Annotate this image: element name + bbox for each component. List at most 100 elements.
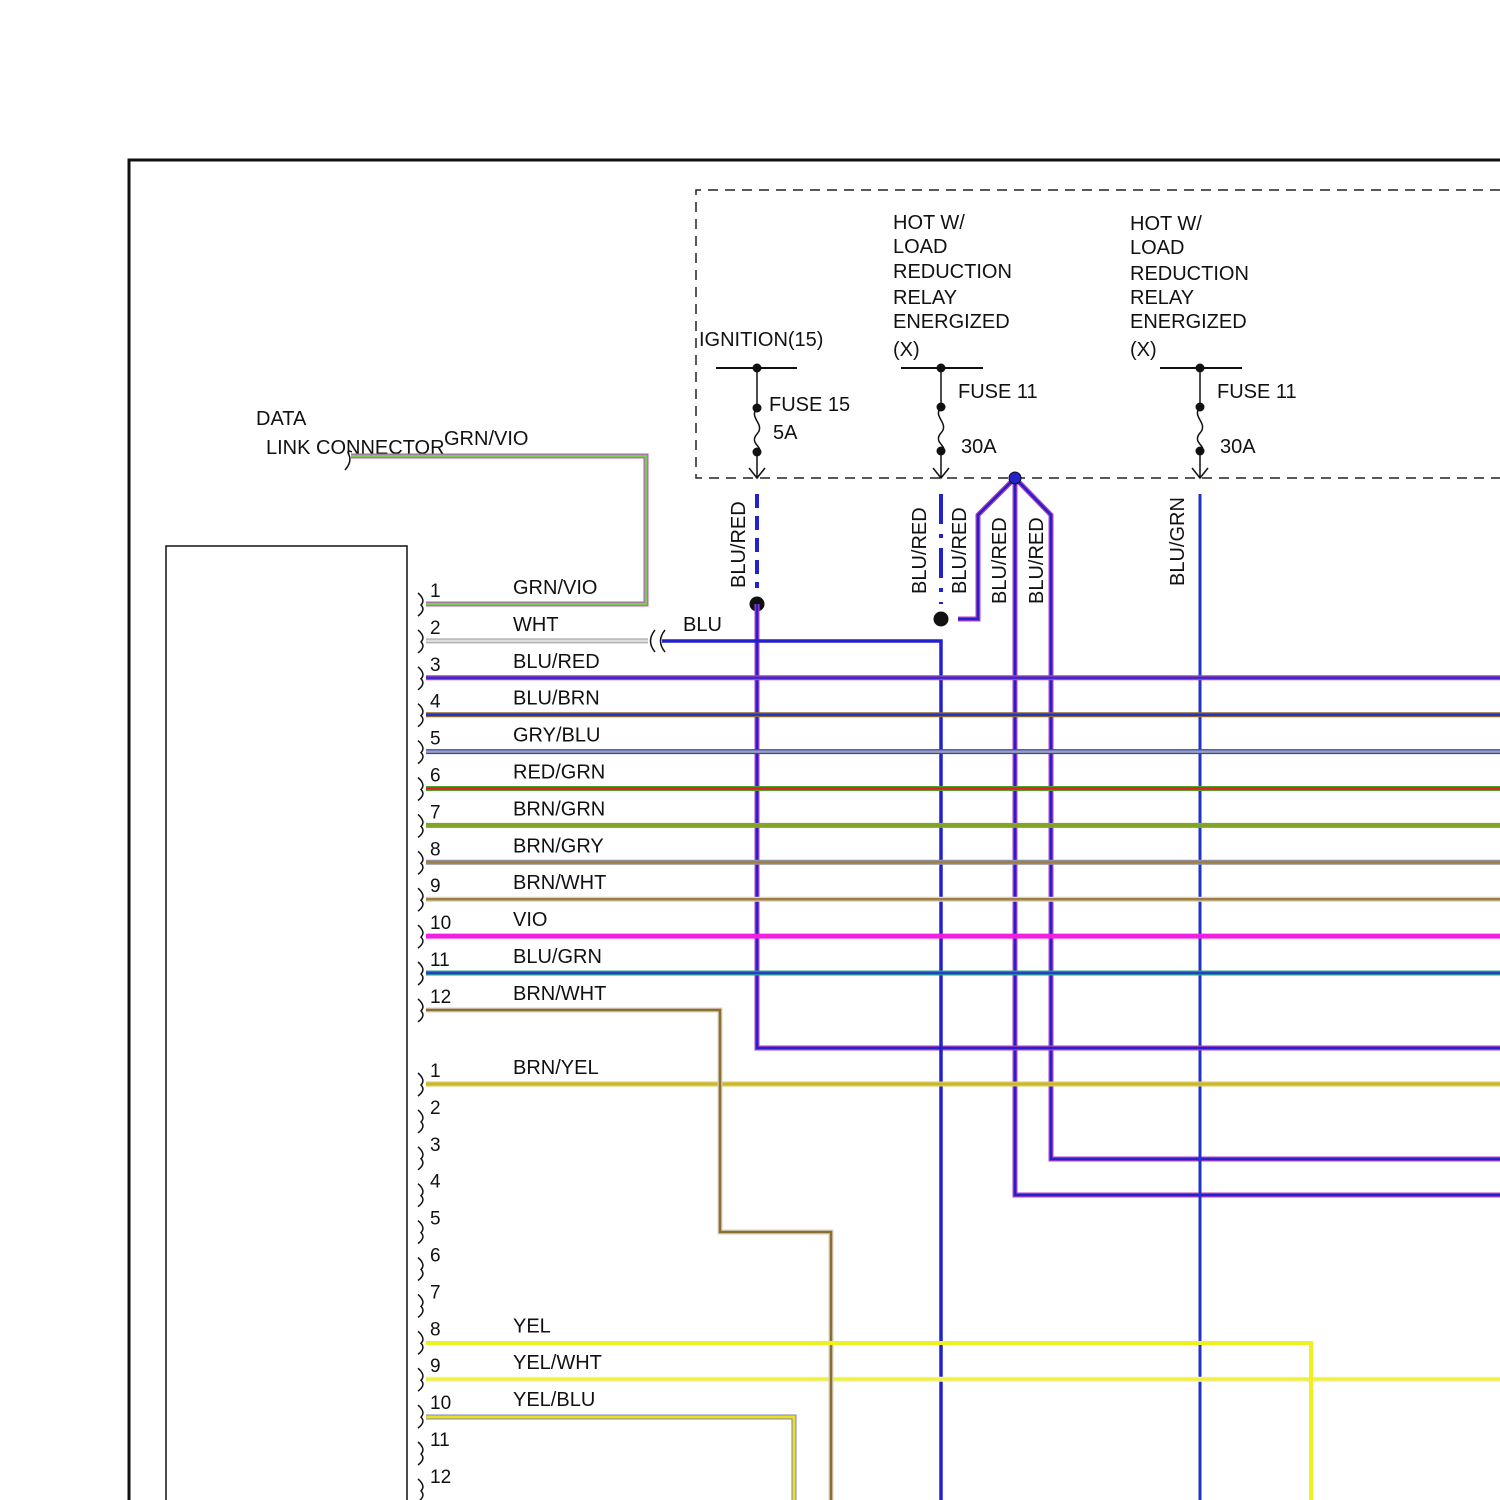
svg-text:LOAD: LOAD: [893, 236, 947, 258]
conn-a-pin-3-number: 3: [430, 655, 441, 676]
svg-text:ENERGIZED: ENERGIZED: [893, 311, 1010, 333]
fuse11b-rating: 30A: [1220, 436, 1256, 458]
svg-text:HOT W/: HOT W/: [1130, 213, 1202, 235]
splice-wire-3-label: BLU/RED: [1026, 517, 1048, 604]
svg-text:REDUCTION: REDUCTION: [893, 261, 1012, 283]
svg-text:(X): (X): [1130, 339, 1157, 361]
wire-b10-route-edge: [426, 1417, 794, 1500]
conn-a-pin-9-wire-label: BRN/WHT: [513, 872, 606, 894]
splice-wire-3-edge: [1015, 478, 1500, 1159]
conn-a-pin-4-number: 4: [430, 692, 441, 713]
conn-a-pin-6-number: 6: [430, 766, 441, 787]
conn-a-pin-4-wire-label: BLU/BRN: [513, 688, 600, 710]
conn-a-pin-12-icon: [418, 999, 423, 1022]
splice-wire-3: [1015, 478, 1500, 1159]
conn-b-pin-8-number: 8: [430, 1319, 441, 1340]
conn-b-pin-1-number: 1: [430, 1061, 441, 1082]
svg-text:ENERGIZED: ENERGIZED: [1130, 311, 1247, 333]
conn-a-pin-6-icon: [418, 778, 423, 801]
conn-b-pin-6-icon: [418, 1258, 423, 1281]
conn-b-pin-4-number: 4: [430, 1172, 441, 1193]
fuse11b-label: FUSE 11: [1217, 381, 1297, 403]
wire-b10-route: [426, 1417, 794, 1500]
splice-wire-1-label: BLU/RED: [949, 507, 971, 594]
conn-a-pin-11-number: 11: [430, 950, 450, 971]
conn-a-pin-6-wire-label: RED/GRN: [513, 762, 605, 784]
conn-b-pin-7-number: 7: [430, 1282, 441, 1303]
conn-a-pin-8-number: 8: [430, 839, 441, 860]
conn-a-pin-9-icon: [418, 888, 423, 911]
svg-text:RELAY: RELAY: [1130, 287, 1194, 309]
conn-a-pin-2-icon: [418, 630, 423, 653]
conn-b-pin-4-icon: [418, 1184, 423, 1207]
wire-grn-vio-dlc: [351, 456, 646, 604]
conn-a-pin-1-icon: [418, 593, 423, 616]
conn-b-pin-8-wire-label: YEL: [513, 1315, 551, 1337]
conn-a-pin-10-number: 10: [430, 913, 451, 934]
conn-b-pin-8-icon: [418, 1331, 423, 1354]
conn-a-pin-12-number: 12: [430, 987, 451, 1008]
conn-a-pin-5-icon: [418, 741, 423, 764]
splice-wire-2-edge: [1015, 478, 1500, 1195]
conn-b-pin-2-number: 2: [430, 1098, 441, 1119]
svg-text:REDUCTION: REDUCTION: [1130, 263, 1249, 285]
conn-a-pin-3-wire-label: BLU/RED: [513, 651, 600, 673]
conn-b-pin-12-number: 12: [430, 1467, 451, 1488]
conn-b-pin-1-wire-label: BRN/YEL: [513, 1057, 599, 1079]
fuse15-label: FUSE 15: [769, 394, 850, 416]
wire-grn-vio-dlc-edge: [351, 456, 646, 604]
conn-a-pin-2-number: 2: [430, 618, 441, 639]
fuse11a-icon: [938, 407, 943, 451]
conn-a-pin-2-wire-label: WHT: [513, 614, 559, 636]
conn-a-pin-7-number: 7: [430, 802, 441, 823]
conn-b-pin-9-icon: [418, 1368, 423, 1391]
conn-b-pin-6-number: 6: [430, 1246, 441, 1267]
conn-b-pin-7-icon: [418, 1294, 423, 1317]
blu-wire: [662, 641, 941, 1500]
conn-a-pin-9-number: 9: [430, 876, 441, 897]
fuse11b-output-label: BLU/GRN: [1167, 497, 1189, 586]
conn-a-pin-1-wire-label: GRN/VIO: [513, 577, 597, 599]
fuse11a-output-label: BLU/RED: [909, 507, 931, 594]
conn-a-pin-7-icon: [418, 814, 423, 837]
conn-b-pin-3-icon: [418, 1147, 423, 1170]
conn-a-pin-5-number: 5: [430, 729, 441, 750]
conn-a-pin-12-wire-label: BRN/WHT: [513, 983, 606, 1005]
conn-a-pin-1-number: 1: [430, 581, 441, 602]
dlc-label-line1: DATA: [256, 408, 307, 430]
fuse15-icon: [754, 408, 759, 452]
conn-b-pin-5-icon: [418, 1221, 423, 1244]
svg-text:HOT W/: HOT W/: [893, 212, 965, 234]
conn-a-pin-5-wire-label: GRY/BLU: [513, 725, 600, 747]
conn-a-pin-3-icon: [418, 667, 423, 690]
conn-a-pin-10-icon: [418, 925, 423, 948]
conn-a-pin-4-icon: [418, 704, 423, 727]
splice-node: [1009, 472, 1021, 484]
conn-b-pin-9-number: 9: [430, 1356, 441, 1377]
dlc-wire-label: GRN/VIO: [444, 428, 528, 450]
conn-b-pin-10-wire-label: YEL/BLU: [513, 1389, 595, 1411]
conn-b-pin-12-icon: [418, 1479, 423, 1500]
conn-b-pin-5-number: 5: [430, 1209, 441, 1230]
conn-b-pin-11-number: 11: [430, 1430, 450, 1451]
fuse11a-rating: 30A: [961, 436, 997, 458]
conn-a-pin-8-icon: [418, 851, 423, 874]
page-frame: [129, 160, 1500, 1500]
svg-text:LOAD: LOAD: [1130, 237, 1184, 259]
svg-text:RELAY: RELAY: [893, 287, 957, 309]
hot1-source-label: HOT W/ LOAD REDUCTION RELAY ENERGIZED (X…: [893, 212, 1012, 361]
conn-a-pin-7-wire-label: BRN/GRN: [513, 798, 605, 820]
conn-a-pin-10-wire-label: VIO: [513, 909, 547, 931]
fuse15-rating: 5A: [773, 422, 798, 444]
ignition-source-label: IGNITION(15): [699, 329, 823, 351]
conn-b-pin-9-wire-label: YEL/WHT: [513, 1352, 602, 1374]
splice-wire-2-label: BLU/RED: [989, 517, 1011, 604]
conn-b-pin-3-number: 3: [430, 1135, 441, 1156]
blu-wire-label: BLU: [683, 614, 722, 636]
conn-a-pin-11-icon: [418, 962, 423, 985]
conn-a-pin-11-wire-label: BLU/GRN: [513, 946, 602, 968]
fuse11a-label: FUSE 11: [958, 381, 1038, 403]
fuse11a-output-splice: [934, 612, 949, 627]
hot2-source-label: HOT W/ LOAD REDUCTION RELAY ENERGIZED (X…: [1130, 213, 1249, 361]
